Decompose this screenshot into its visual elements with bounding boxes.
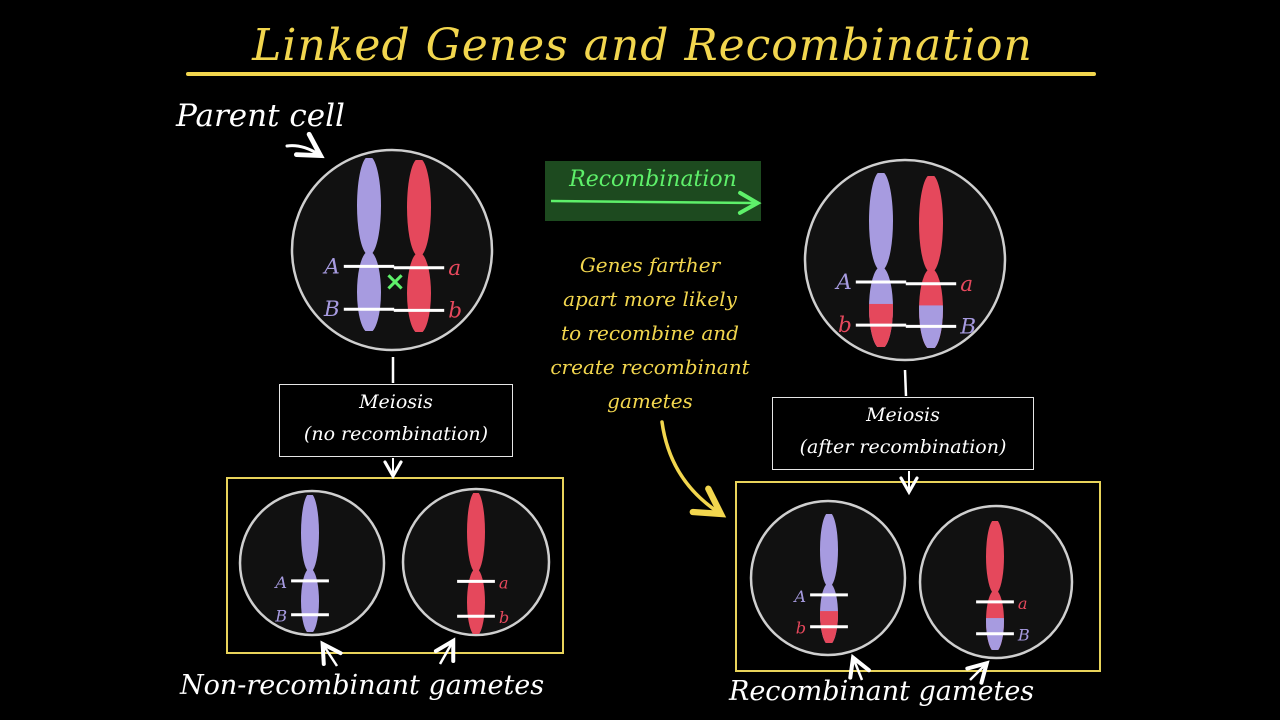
meiosis-label: Meiosis	[359, 391, 433, 413]
note-line: gametes	[607, 389, 693, 413]
gamete-chromosome: ab	[457, 493, 509, 634]
caption-arrow-icon	[965, 660, 990, 685]
allele-label: a	[499, 573, 509, 592]
note-line: apart more likely	[563, 287, 737, 311]
note-line: to recombine and	[561, 321, 739, 345]
gamete-chromosome: aB	[976, 521, 1030, 650]
allele-label: b	[499, 608, 509, 627]
note-line: Genes farther	[579, 253, 721, 277]
recombinant-gametes-caption: Recombinant gametes	[729, 676, 1035, 707]
parent-cell-arrow-icon	[285, 131, 325, 159]
recombination-arrow-icon	[550, 190, 762, 215]
allele-label: a	[960, 272, 973, 297]
allele-label: B	[323, 297, 340, 322]
allele-label: A	[273, 573, 287, 592]
allele-label: B	[959, 314, 976, 339]
chromosome-body	[467, 493, 485, 634]
allele-label: a	[1018, 594, 1028, 613]
meiosis-label: Meiosis	[866, 404, 940, 426]
allele-label: A	[322, 254, 340, 279]
caption-arrow-icon	[320, 640, 343, 667]
parent-cell	[290, 148, 494, 352]
non-recombinant-gametes-caption: Non-recombinant gametes	[180, 670, 545, 701]
connector-line	[903, 369, 908, 397]
chromosome-body	[301, 495, 319, 632]
gamete-chromosome: Ab	[792, 514, 848, 643]
allele-label: b	[448, 298, 462, 323]
allele-label: B	[1017, 626, 1030, 645]
page-title: Linked Genes and Recombination	[252, 20, 1033, 71]
recombined-cell	[803, 158, 1007, 362]
recombination-arrow-box: Recombination	[545, 161, 761, 221]
meiosis-sublabel: (after recombination)	[799, 436, 1007, 458]
meiosis-sublabel: (no recombination)	[303, 423, 489, 445]
meiosis-box-no-recombination: Meiosis (no recombination)	[279, 384, 513, 457]
title-underline	[186, 72, 1096, 76]
crossover-mark-icon: ×	[384, 267, 406, 297]
allele-label: b	[796, 619, 806, 638]
allele-label: B	[274, 607, 287, 626]
parent-cell-label: Parent cell	[176, 98, 345, 134]
caption-arrow-icon	[433, 637, 456, 665]
caption-arrow-icon	[848, 653, 871, 681]
allele-label: b	[838, 313, 852, 338]
chromosome-body	[986, 521, 1004, 650]
note-text: Genes farther apart more likely to recom…	[520, 248, 780, 418]
chromosome-body	[820, 514, 838, 643]
allele-label: A	[834, 270, 852, 295]
recombination-label: Recombination	[569, 167, 737, 192]
gamete-chromosome: AB	[273, 495, 329, 632]
chromosome-maternal: AB	[322, 158, 395, 331]
note-arrow-icon	[660, 420, 727, 518]
allele-label: a	[448, 256, 461, 281]
note-line: create recombinant	[550, 355, 750, 379]
allele-label: A	[792, 587, 806, 606]
meiosis-box-after-recombination: Meiosis (after recombination)	[772, 397, 1034, 470]
